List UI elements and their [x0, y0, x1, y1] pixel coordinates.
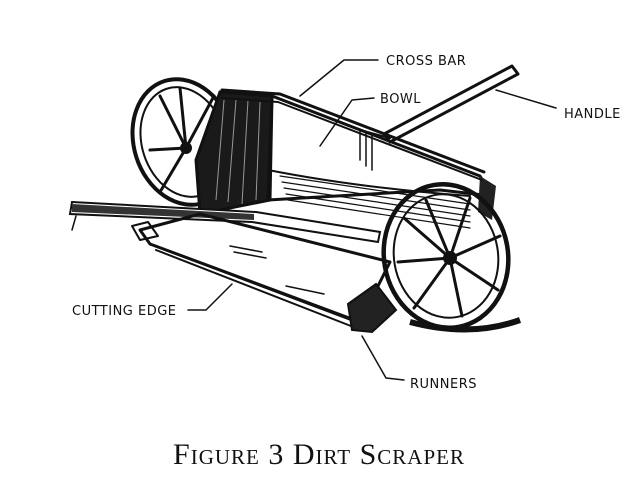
- label-bowl: BOWL: [380, 92, 421, 107]
- leader-lines: [187, 59, 557, 381]
- cross-bar: [220, 88, 486, 181]
- label-cutting-edge: CUTTING EDGE: [72, 304, 177, 319]
- label-runners: RUNNERS: [410, 377, 477, 392]
- handle: [359, 64, 520, 144]
- right-wheel: [381, 182, 522, 333]
- runner: [131, 221, 398, 334]
- figure-caption: Figure 3 Dirt Scraper: [173, 438, 465, 471]
- label-cross-bar: CROSS BAR: [386, 54, 466, 69]
- label-handle: HANDLE: [564, 107, 621, 122]
